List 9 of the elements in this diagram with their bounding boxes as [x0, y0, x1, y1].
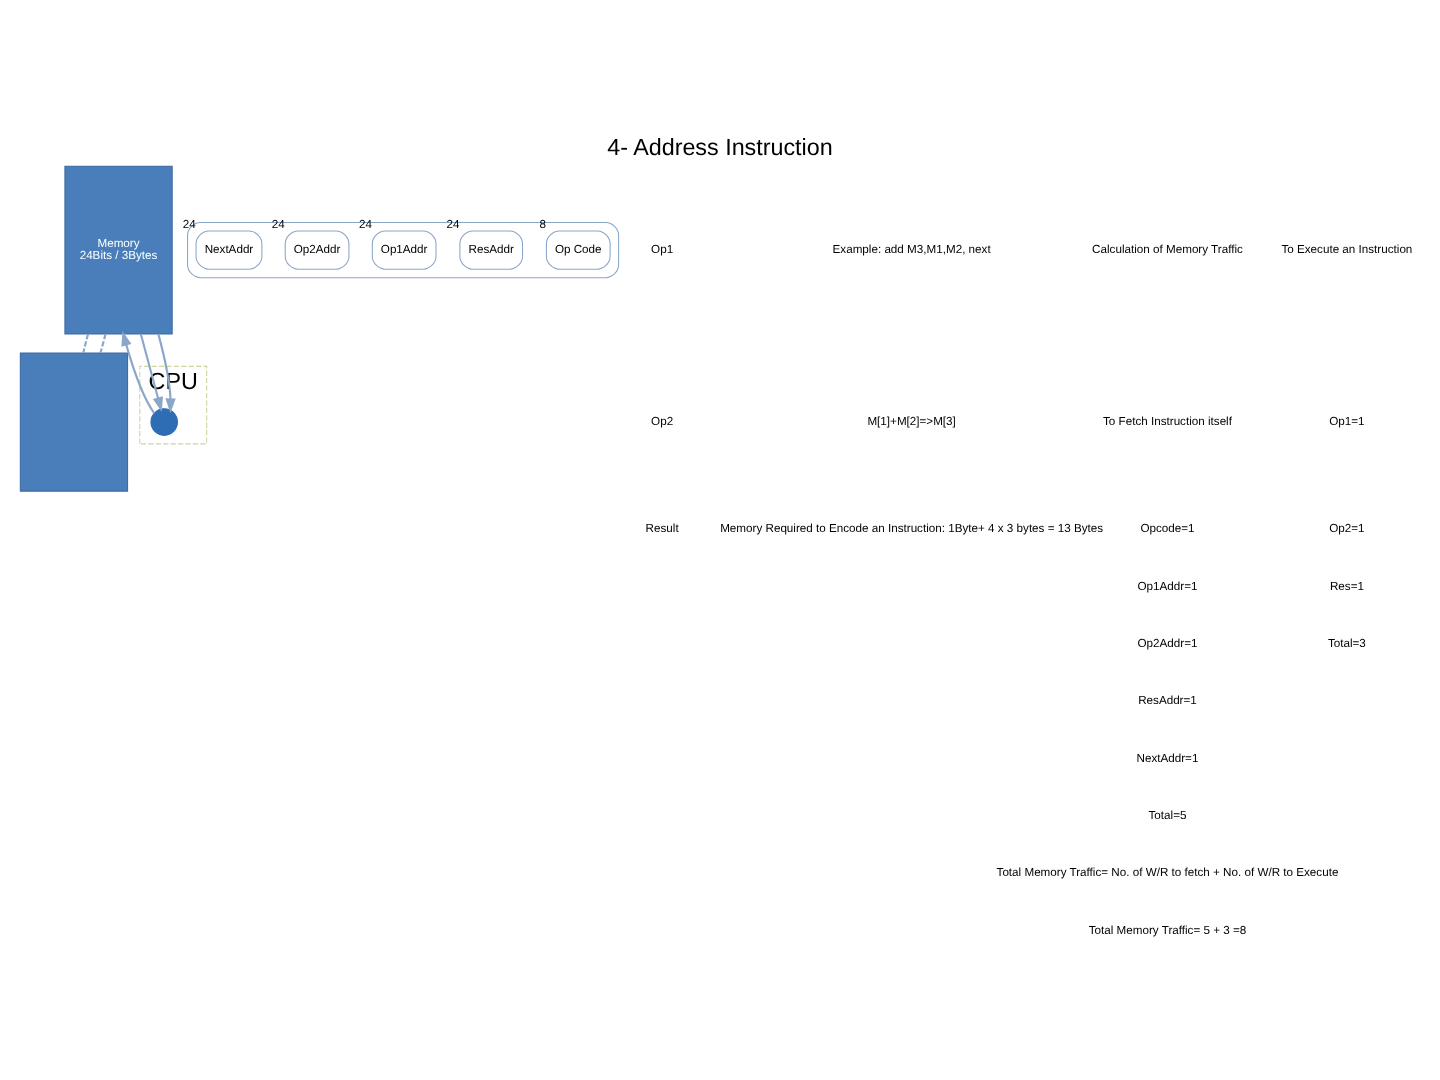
arrow	[139, 332, 163, 412]
connector	[82, 332, 90, 352]
connector	[99, 332, 107, 352]
node-bar	[19, 351, 129, 491]
diagram-title: 4- Address Instruction	[607, 134, 833, 161]
cluster	[187, 220, 620, 278]
arrow	[121, 330, 155, 413]
arrow	[157, 332, 176, 413]
node-circle	[150, 407, 178, 435]
